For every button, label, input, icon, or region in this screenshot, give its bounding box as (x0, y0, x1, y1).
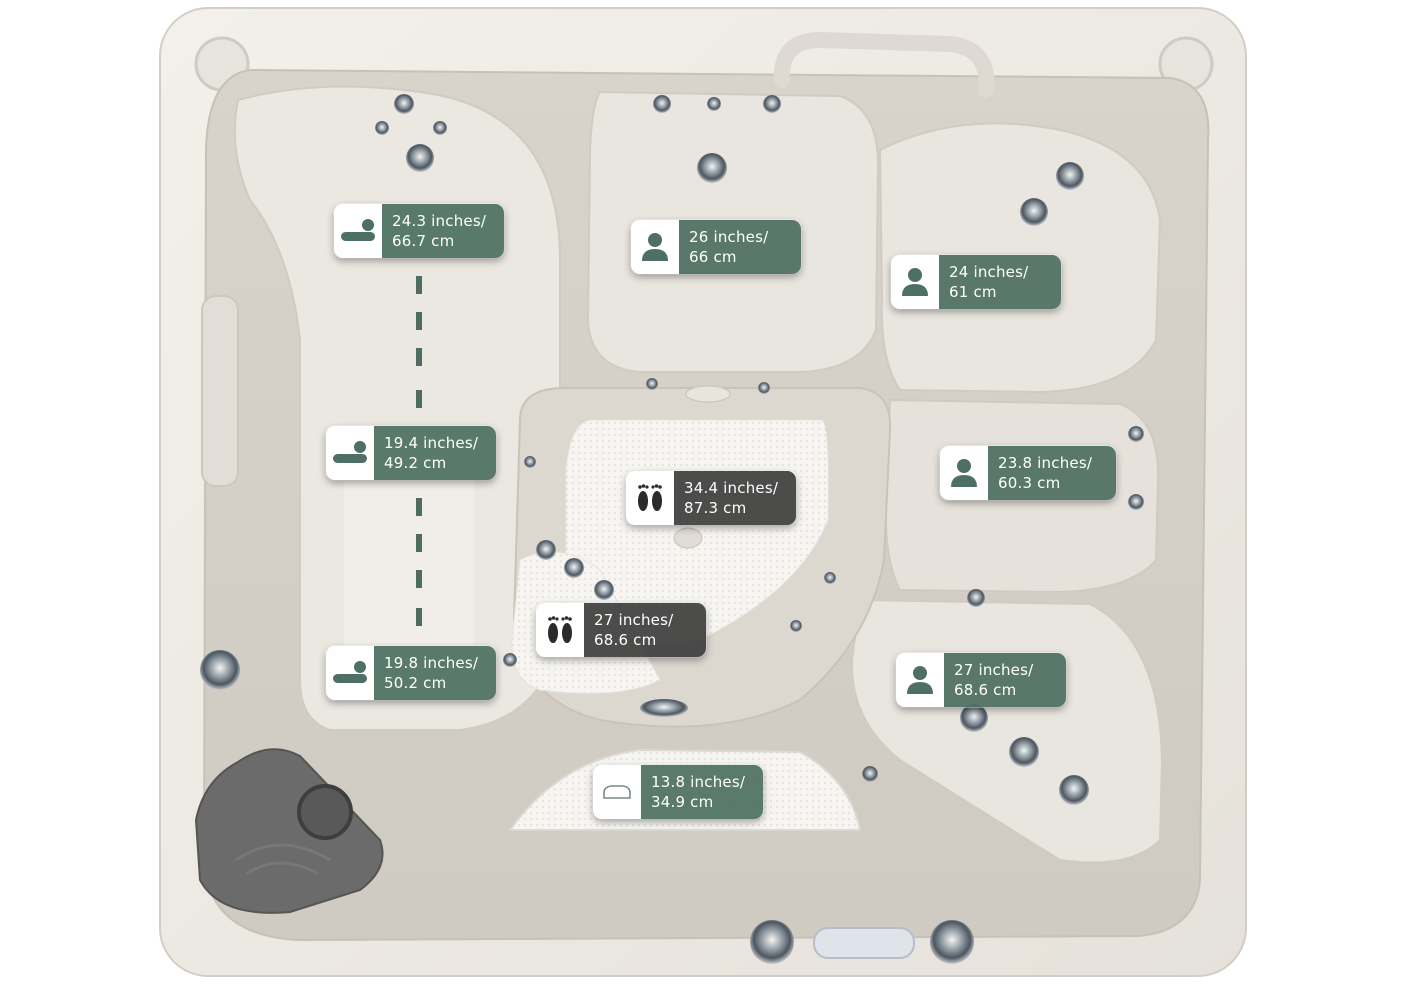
top-handle (773, 31, 995, 98)
lounge-guide-dash (416, 498, 422, 516)
measurement-footwell-left: 27 inches/68.6 cm (536, 603, 706, 657)
measurement-inches: 27 inches/ (954, 661, 1034, 679)
measurement-seat-right-mid: 23.8 inches/60.3 cm (940, 446, 1116, 500)
measurement-inches: 27 inches/ (594, 611, 674, 629)
measurement-inches: 24.3 inches/ (392, 212, 487, 230)
measurement-inches: 19.4 inches/ (384, 434, 479, 452)
measurement-cm: 68.6 cm (954, 681, 1017, 699)
lounge-seat-icon (326, 426, 374, 480)
filter-skimmer (297, 784, 353, 840)
measurement-seat-bottom-right: 27 inches/68.6 cm (896, 653, 1066, 707)
lounge-armrest (201, 295, 239, 487)
jets (200, 94, 1144, 805)
measurement-cm: 60.3 cm (998, 474, 1061, 492)
filter-cover (194, 748, 384, 914)
measurement-cm: 49.2 cm (384, 454, 447, 472)
lounge-seat-icon (334, 204, 382, 258)
measurement-seat-top-center: 26 inches/66 cm (631, 220, 801, 274)
measurement-seat-top-right: 24 inches/61 cm (891, 255, 1061, 309)
measurement-footwell-center: 34.4 inches/87.3 cm (626, 471, 796, 525)
measurement-cm: 61 cm (949, 283, 997, 301)
measurement-cm: 66 cm (689, 248, 737, 266)
measurement-inches: 19.8 inches/ (384, 654, 479, 672)
lounge-seat-icon (326, 646, 374, 700)
measurement-cm: 87.3 cm (684, 499, 747, 517)
measurement-lounge-bottom: 19.8 inches/50.2 cm (326, 646, 496, 700)
measurement-inches: 34.4 inches/ (684, 479, 779, 497)
footprints-icon (626, 471, 674, 525)
person-seat-icon (631, 220, 679, 274)
lounge-guide-dash (416, 312, 422, 330)
step-seat-icon (593, 765, 641, 819)
person-seat-icon (891, 255, 939, 309)
measurement-cm: 50.2 cm (384, 674, 447, 692)
lounge-guide-dash (416, 390, 422, 408)
measurement-cooldown-seat: 13.8 inches/34.9 cm (593, 765, 763, 819)
measurement-inches: 23.8 inches/ (998, 454, 1093, 472)
lounge-guide-dash (416, 570, 422, 588)
lounge-guide-dash (416, 348, 422, 366)
measurement-inches: 24 inches/ (949, 263, 1029, 281)
lounge-guide-dash (416, 534, 422, 552)
lounge-guide-dash (416, 608, 422, 626)
front-jet-right (930, 920, 974, 964)
measurement-inches: 13.8 inches/ (651, 773, 746, 791)
person-seat-icon (940, 446, 988, 500)
person-seat-icon (896, 653, 944, 707)
control-panel (813, 927, 915, 959)
front-jet-left (750, 920, 794, 964)
lounge-guide-dash (416, 276, 422, 294)
measurement-cm: 34.9 cm (651, 793, 714, 811)
measurement-cm: 66.7 cm (392, 232, 455, 250)
measurement-lounge-mid: 19.4 inches/49.2 cm (326, 426, 496, 480)
measurement-inches: 26 inches/ (689, 228, 769, 246)
footprints-icon (536, 603, 584, 657)
measurement-cm: 68.6 cm (594, 631, 657, 649)
measurement-lounge-top: 24.3 inches/66.7 cm (334, 204, 504, 258)
